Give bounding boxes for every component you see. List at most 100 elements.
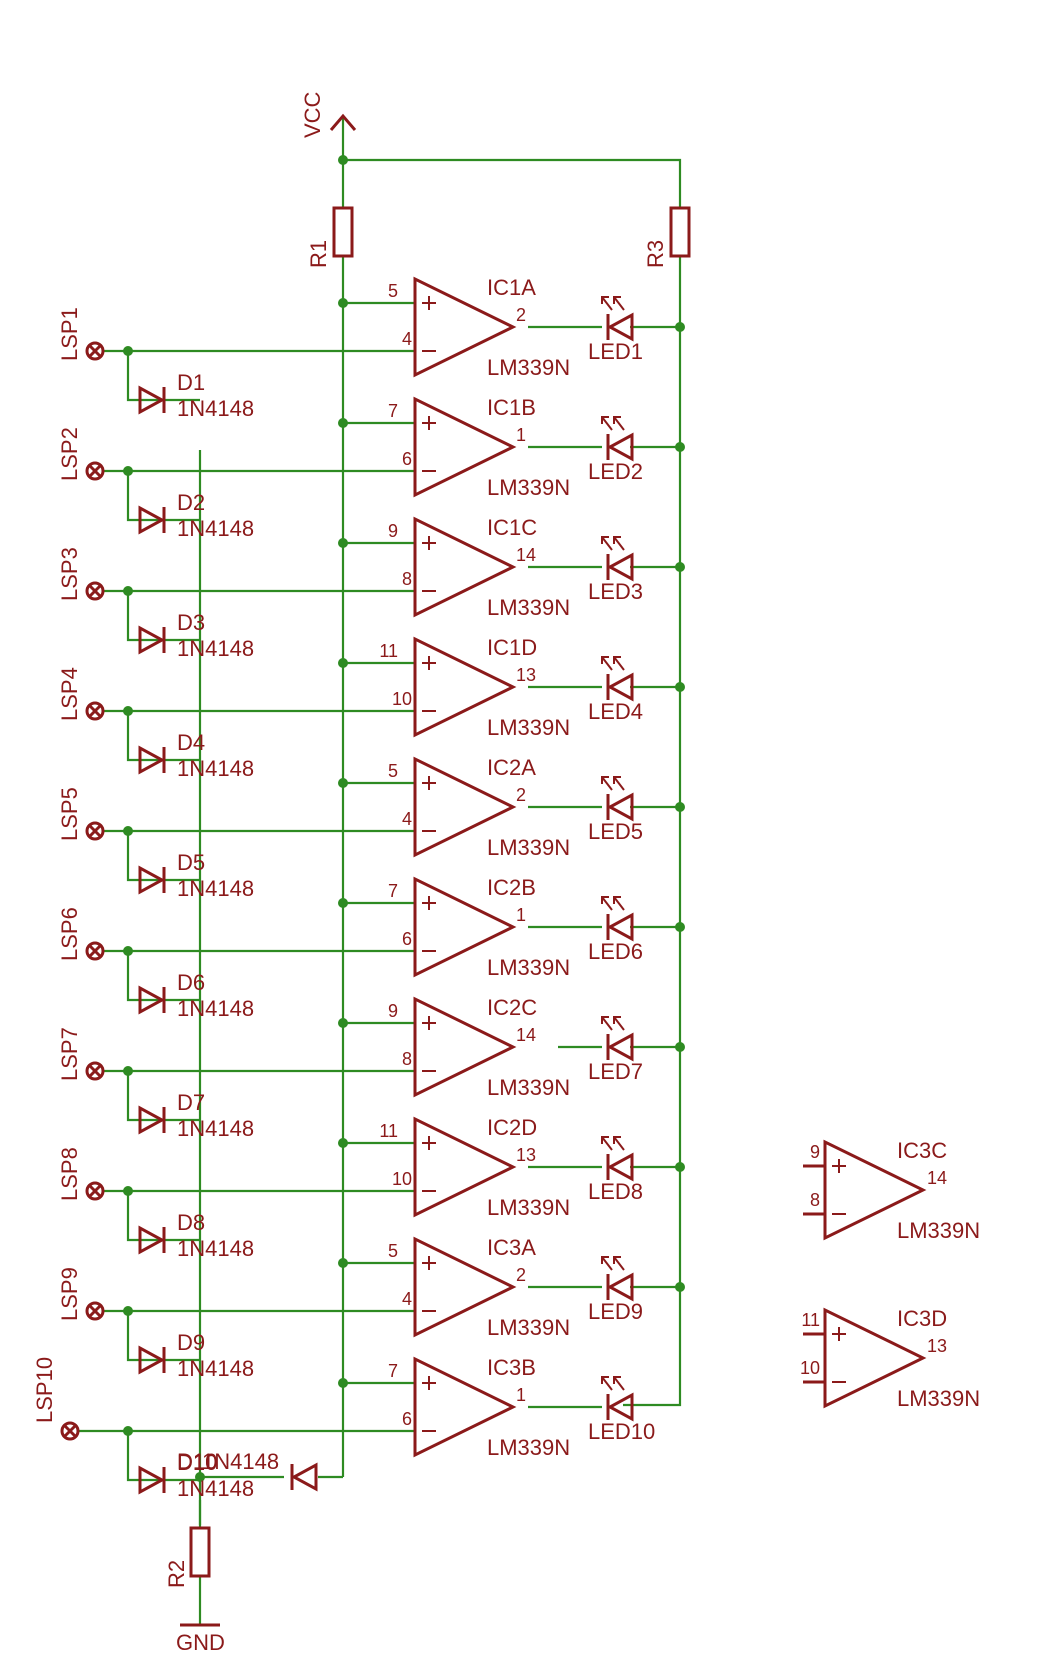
led-arrow-icon [613,656,625,671]
ic-unit-label: IC1D [487,635,537,660]
led-3 [606,552,634,582]
diode-branch-wire [126,1431,200,1482]
led-2-emission-arrows [601,416,625,431]
lsp-connector-9 [85,1301,105,1321]
spare-comparator-2 [803,1307,927,1409]
comparator-9-triangle [413,1236,517,1338]
pin-out-number: 14 [516,1025,536,1045]
lsp-connector-10 [60,1421,80,1441]
diode-value-label: 1N4148 [177,996,254,1021]
ic-part-label: LM339N [487,1435,570,1460]
lsp-connector-3-cross [87,583,103,599]
led-arrow-icon [613,296,625,311]
led-1-body [606,312,634,342]
diode-branch-wire [126,831,200,882]
led-arrow-icon [601,296,613,311]
pin-plus-number: 5 [388,761,398,781]
pin-plus-number: 11 [379,641,398,661]
lsp-connector-1-cross [87,343,103,359]
junction-dot [675,562,685,572]
comparator-7 [413,996,517,1098]
comparator-9 [413,1236,517,1338]
lsp-connector-4 [85,701,105,721]
led-arrow-icon [601,896,613,911]
diode-branch-wire [126,591,200,642]
pin-minus-number: 10 [392,1169,412,1189]
led-label: LED8 [588,1179,643,1204]
ic-part-label: LM339N [487,715,570,740]
comparator-8 [413,1116,517,1218]
comparator-4-triangle [413,636,517,738]
spare-pin-out: 13 [927,1336,947,1356]
ic-unit-label: IC2A [487,755,536,780]
led-arrow-icon [613,1376,625,1391]
series-diode-9 [138,1345,166,1375]
junction-dot [338,1138,348,1148]
diode-value-label: 1N4148 [177,756,254,781]
led-arrowhead-icon [613,1136,621,1144]
diode-value-label: 1N4148 [177,396,254,421]
pin-out-number: 2 [516,785,526,805]
led-4-body [606,672,634,702]
lsp-label: LSP4 [57,667,82,721]
comparator-5 [413,756,517,858]
led-arrow-icon [613,776,625,791]
pin-plus-number: 7 [388,1361,398,1381]
r3-resistor [669,206,691,258]
led-rail-wire [623,256,682,1407]
ic-unit-label: IC3A [487,1235,536,1260]
lsp-connector-7 [85,1061,105,1081]
led-1-emission-arrows [601,296,625,311]
led-arrowhead-icon [601,656,609,664]
junction-dot [338,298,348,308]
led-arrow-icon [601,1376,613,1391]
led-arrow-icon [613,1136,625,1151]
ic-unit-label: IC1C [487,515,537,540]
pin-minus-number: 8 [402,1049,412,1069]
led-arrowhead-icon [601,1016,609,1024]
pin-minus-number: 8 [402,569,412,589]
pin-out-number: 14 [516,545,536,565]
ic-unit-label: IC1B [487,395,536,420]
led-label: LED7 [588,1059,643,1084]
led-6-emission-arrows [601,896,625,911]
r2-label: R2 [164,1560,189,1588]
lsp-label: LSP7 [57,1027,82,1081]
junction-dot [123,586,133,596]
diode-label: D10 [177,1450,217,1475]
led-label: LED9 [588,1299,643,1324]
series-diode-7 [138,1105,166,1135]
lsp-connector-3-ring [85,581,105,601]
series-diode-9-body [138,1345,166,1375]
led-label: LED1 [588,339,643,364]
lsp-connector-8-ring [85,1181,105,1201]
junction-dot [675,682,685,692]
diode-label: D5 [177,850,205,875]
series-diode-2-body [138,505,166,535]
diode-value-label: 1N4148 [177,636,254,661]
led-arrow-icon [613,416,625,431]
lsp-connector-9-ring [85,1301,105,1321]
lsp-label: LSP6 [57,907,82,961]
ic-part-label: LM339N [487,475,570,500]
lsp-connector-7-cross [87,1063,103,1079]
lsp-connector-5 [85,821,105,841]
series-diode-8-body [138,1225,166,1255]
lsp-connector-2-ring [85,461,105,481]
led-6 [606,912,634,942]
ic-part-label: LM339N [487,1315,570,1340]
lsp-connector-6-ring [85,941,105,961]
lsp-connector-5-ring [85,821,105,841]
diode-branch-wire [126,1311,200,1362]
led-arrowhead-icon [601,896,609,904]
led-arrowhead-icon [601,416,609,424]
junction-dot [338,1378,348,1388]
led-8 [606,1152,634,1182]
vcc-label: VCC [300,91,325,138]
lsp-label: LSP1 [57,307,82,361]
pin-plus-number: 5 [388,1241,398,1261]
lsp-connector-2 [85,461,105,481]
led-arrowhead-icon [613,296,621,304]
junction-dot [338,538,348,548]
led-3-emission-arrows [601,536,625,551]
